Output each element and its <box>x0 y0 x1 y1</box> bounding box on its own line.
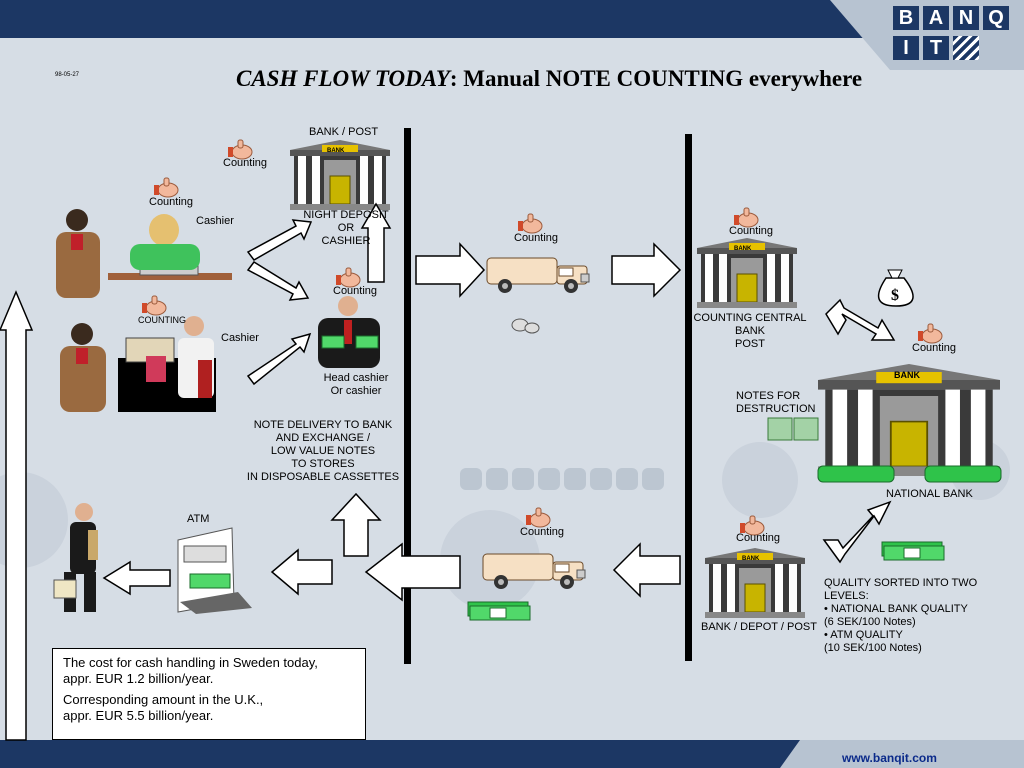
arrow-cashier-to-head-cashier <box>246 261 310 301</box>
cashier-woman-figure <box>108 214 232 280</box>
arrow-to-atm-mid <box>270 548 333 596</box>
arrow-national-to-depot <box>822 500 892 564</box>
cost-uk: Corresponding amount in the U.K., appr. … <box>63 692 264 723</box>
walking-man-figure <box>53 503 98 612</box>
cost-sweden: The cost for cash handling in Sweden tod… <box>63 655 318 686</box>
atm-machine <box>177 527 252 614</box>
logo-letter: T <box>923 36 949 60</box>
banqit-logo: B A N Q I T <box>889 4 1019 66</box>
label-atm: ATM <box>187 513 210 525</box>
arrow-depot-to-van <box>612 542 681 598</box>
arrow-head-to-night-deposit <box>360 202 392 283</box>
logo-letter: B <box>893 6 919 30</box>
quality-note: QUALITY SORTED INTO TWO LEVELS: • NATION… <box>824 577 978 654</box>
thumbs-up-icon <box>141 295 167 316</box>
label-counting: Counting <box>912 342 957 354</box>
label-bank-depot-post: BANK / DEPOT / POST <box>701 621 817 633</box>
money-stack-right <box>881 541 945 561</box>
slide-date: 98-05-27 <box>55 72 80 78</box>
label-national-bank: NATIONAL BANK <box>886 488 973 500</box>
title-italic: CASH FLOW TODAY <box>236 66 450 91</box>
label-counting-central: COUNTING CENTRAL BANK POST <box>693 312 807 350</box>
divider-left <box>404 128 411 664</box>
arrow-left-up-long <box>0 290 34 741</box>
page-title: CASH FLOW TODAY: Manual NOTE COUNTING ev… <box>236 66 862 92</box>
logo-letter: I <box>893 36 919 60</box>
money-bag: $ <box>877 269 914 307</box>
cost-info-box: The cost for cash handling in Sweden tod… <box>52 648 366 740</box>
thumbs-up-icon <box>917 323 943 344</box>
arrow-atm-to-man <box>102 560 171 596</box>
label-head-cashier: Head cashier Or cashier <box>323 372 389 397</box>
svg-text:$: $ <box>891 287 899 304</box>
destroyed-notes <box>767 417 819 441</box>
label-counting: Counting <box>333 285 378 297</box>
label-counting: Counting <box>514 232 559 244</box>
arrow-van-to-central <box>611 242 682 298</box>
label-night-deposit: NIGHT DEPOSIT OR CASHIER <box>303 209 389 247</box>
arrow-up-to-head-cashier <box>330 492 382 557</box>
arrow-man-cashier-to-head <box>246 332 312 386</box>
label-counting: Counting <box>520 526 565 538</box>
logo-letter: Q <box>983 6 1009 30</box>
thumbs-up-icon <box>153 177 179 198</box>
arrow-cashier-to-night-deposit <box>246 219 313 261</box>
label-counting-caps: COUNTING <box>138 315 186 325</box>
label-notes-destruction: NOTES FOR DESTRUCTION <box>736 390 816 415</box>
head-cashier-figure <box>318 296 380 368</box>
arrow-to-van-top <box>415 242 486 298</box>
bank-sign: BANK <box>894 370 920 380</box>
arrow-van-to-stores <box>364 542 461 602</box>
customer-woman-figure-1 <box>56 209 100 298</box>
label-counting: Counting <box>729 225 774 237</box>
bank-sign: BANK <box>327 148 345 154</box>
logo-letter: A <box>923 6 949 30</box>
cash-van-top <box>486 257 590 294</box>
cashier-man-figure <box>118 316 216 412</box>
national-bank-building <box>817 363 1002 483</box>
bank-sign: BANK <box>734 246 752 252</box>
label-bank-post: BANK / POST <box>309 126 379 138</box>
thumbs-up-icon <box>517 213 543 234</box>
label-cashier: Cashier <box>196 215 234 227</box>
thumbs-up-icon <box>525 507 551 528</box>
label-counting: Counting <box>223 157 268 169</box>
label-counting: Counting <box>736 532 781 544</box>
logo-stripes <box>953 36 979 60</box>
title-rest: : Manual NOTE COUNTING everywhere <box>449 66 863 91</box>
label-note-delivery: NOTE DELIVERY TO BANK AND EXCHANGE / LOW… <box>246 419 400 483</box>
small-bags <box>511 318 540 334</box>
logo-letter: N <box>953 6 979 30</box>
label-cashier: Cashier <box>221 332 259 344</box>
label-counting: Counting <box>149 196 194 208</box>
website-link[interactable]: www.banqit.com <box>842 751 937 765</box>
arrow-central-to-national <box>825 298 896 341</box>
divider-right <box>685 134 692 661</box>
cash-van-bottom <box>482 553 586 590</box>
customer-woman-figure-2 <box>60 323 106 412</box>
money-stack-bottom <box>467 601 531 621</box>
bank-sign: BANK <box>742 556 760 562</box>
